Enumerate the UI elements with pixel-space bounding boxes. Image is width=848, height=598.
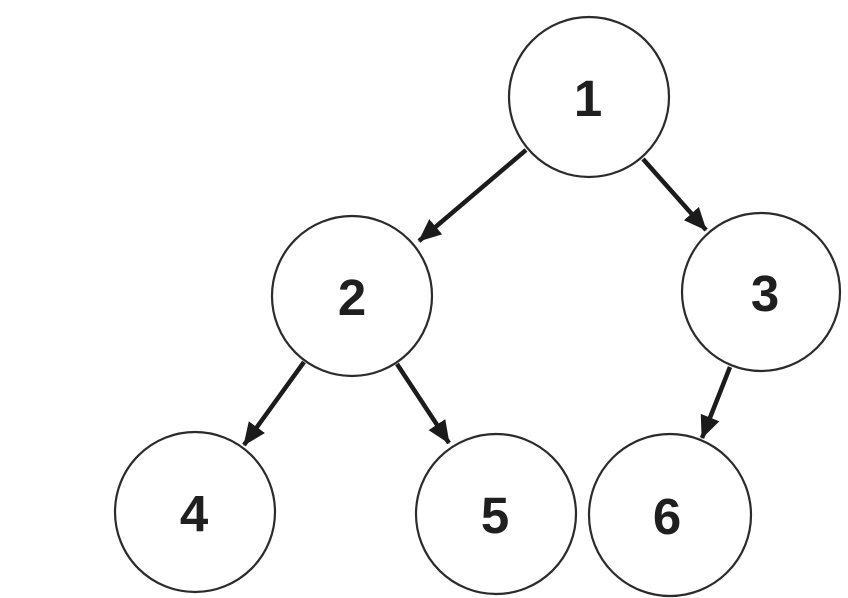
node-2-circle bbox=[270, 214, 434, 378]
node-1-label: 1 bbox=[574, 70, 602, 127]
node-5: 5 bbox=[414, 432, 578, 596]
node-4-label: 4 bbox=[180, 485, 209, 542]
node-2: 2 bbox=[270, 214, 434, 378]
edge-1-2 bbox=[417, 148, 528, 243]
node-6-circle bbox=[587, 432, 753, 598]
node-5-label: 5 bbox=[481, 487, 509, 544]
edge-1-3 bbox=[641, 157, 708, 232]
node-6: 6 bbox=[587, 432, 753, 598]
edges bbox=[242, 148, 733, 447]
edge-2-4 bbox=[242, 360, 306, 447]
edge-3-6 bbox=[699, 366, 733, 439]
node-4-circle bbox=[113, 430, 277, 594]
node-2-label: 2 bbox=[338, 269, 366, 326]
node-3: 3 bbox=[680, 211, 842, 373]
node-6-label: 6 bbox=[653, 488, 681, 545]
node-5-circle bbox=[414, 432, 578, 596]
node-3-label: 3 bbox=[751, 265, 779, 322]
node-1-circle bbox=[507, 15, 671, 179]
node-4: 4 bbox=[113, 430, 277, 594]
edge-2-5 bbox=[395, 362, 451, 445]
node-1: 1 bbox=[507, 15, 671, 179]
node-3-circle bbox=[680, 211, 842, 373]
